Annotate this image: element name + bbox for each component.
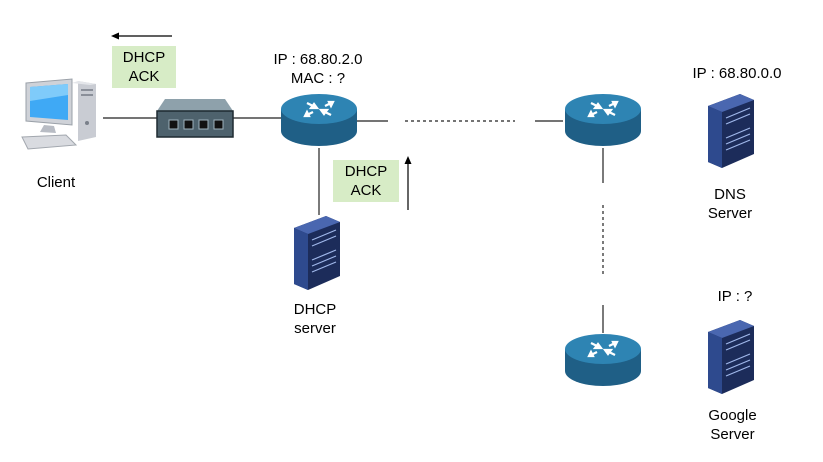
server-icon	[708, 94, 754, 168]
gateway-router-labels: IP : 68.80.2.0 MAC : ?	[268, 50, 368, 88]
message-line1: DHCP	[122, 49, 166, 66]
server-icon	[294, 216, 340, 290]
google-server-label: Google Server	[695, 406, 770, 444]
router-icon	[565, 94, 641, 146]
dhcp-ack-message-from-server: DHCP ACK	[333, 160, 399, 202]
router-icon	[281, 94, 357, 146]
message-line2: ACK	[350, 182, 382, 199]
switch-icon	[156, 99, 234, 138]
dhcp-server-node[interactable]	[290, 214, 342, 292]
arrow-up-icon	[404, 156, 412, 210]
router-icon	[565, 334, 641, 386]
gateway-mac-label: MAC : ?	[290, 70, 346, 87]
client-node[interactable]	[20, 75, 102, 155]
message-line2: ACK	[128, 68, 160, 85]
dns-server-node[interactable]	[704, 92, 756, 170]
dns-server-label-line1: DNS	[714, 186, 746, 203]
server-icon	[708, 320, 754, 394]
isp-router-top-node[interactable]	[563, 92, 643, 150]
gateway-router-node[interactable]	[279, 92, 359, 150]
dns-ip-label: IP : 68.80.0.0	[692, 65, 782, 82]
dhcp-ack-message-to-client: DHCP ACK	[112, 46, 176, 88]
google-server-node[interactable]	[704, 318, 756, 396]
message-line1: DHCP	[344, 163, 388, 180]
google-server-label-line2: Server	[710, 426, 755, 443]
dhcp-server-label: DHCP server	[280, 300, 350, 338]
dhcp-server-label-line2: server	[294, 320, 336, 337]
gateway-ip-label: IP : 68.80.2.0	[273, 51, 363, 68]
dns-server-label-line2: Server	[707, 205, 753, 222]
arrow-left-icon	[111, 32, 172, 40]
desktop-computer-icon	[21, 78, 96, 150]
google-ip-label: IP : ?	[717, 288, 753, 305]
google-server-label-line1: Google	[708, 407, 757, 424]
switch-node[interactable]	[155, 95, 235, 145]
client-label: Client	[36, 174, 76, 191]
dns-server-label: DNS Server	[695, 185, 765, 223]
dhcp-server-label-line1: DHCP	[293, 301, 337, 318]
isp-router-bottom-node[interactable]	[563, 332, 643, 390]
